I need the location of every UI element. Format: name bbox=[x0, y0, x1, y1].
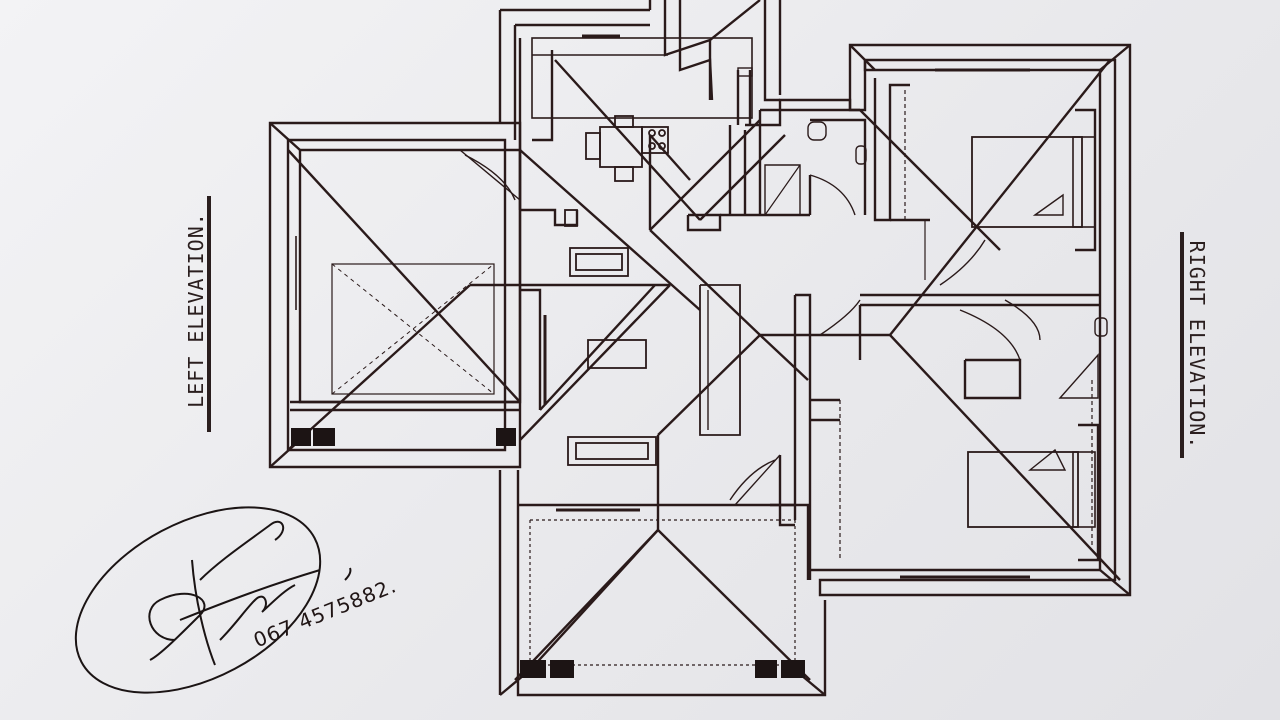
left-elevation-underline bbox=[207, 196, 211, 432]
bathroom bbox=[764, 118, 867, 216]
bedroom-wing bbox=[810, 43, 1132, 597]
living-furniture bbox=[564, 209, 657, 466]
garage-wing bbox=[268, 121, 522, 469]
roof-hip-lines bbox=[470, 59, 1121, 581]
central-walls bbox=[518, 98, 1100, 580]
right-elevation-label: RIGHT ELEVATION. bbox=[1185, 240, 1209, 450]
left-elevation-label: LEFT ELEVATION. bbox=[184, 212, 208, 408]
signature-scribble bbox=[74, 506, 352, 694]
main-house-outline bbox=[498, 8, 827, 697]
dining-set bbox=[585, 115, 669, 182]
right-elevation-underline bbox=[1180, 232, 1184, 458]
upper-stair-block bbox=[648, 0, 782, 215]
